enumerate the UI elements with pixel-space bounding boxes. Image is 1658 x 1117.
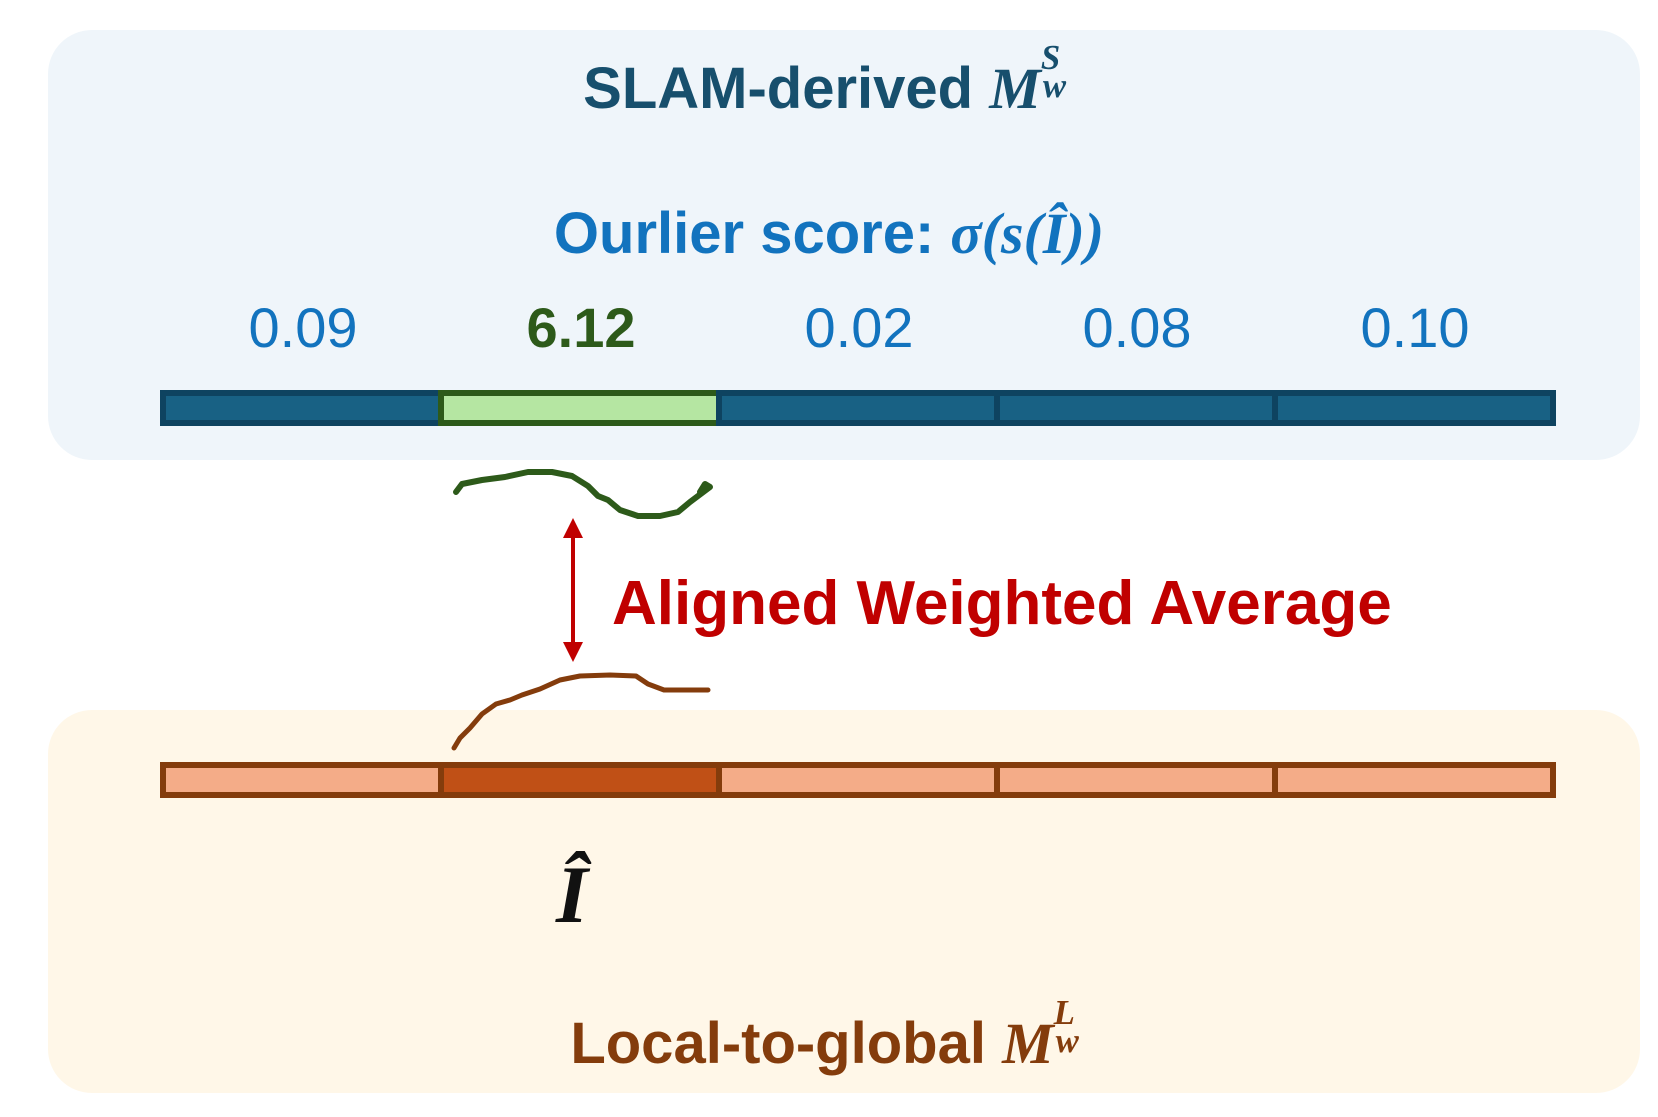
- score-value-1: 0.09: [248, 296, 358, 359]
- outlier-score-math: σ(s(Î)): [950, 201, 1105, 266]
- slam-math-sup: S: [1040, 37, 1061, 77]
- local-bar-segment-5: [1272, 762, 1556, 798]
- outlier-score-label: Ourlier score:: [553, 201, 935, 266]
- slam-math-base: M: [989, 56, 1041, 121]
- slam-bar-segment-5: [1272, 390, 1556, 426]
- local-math-sup: L: [1053, 992, 1075, 1032]
- score-value-3: 0.02: [804, 296, 914, 359]
- score-value-2: 6.12: [526, 296, 636, 359]
- slam-bar-segment-4: [994, 390, 1278, 426]
- outlier-score-title: Ourlier score: σ(s(Î)): [0, 200, 1658, 267]
- aligned-weighted-average-label: Aligned Weighted Average: [612, 569, 1392, 638]
- slam-bar-segment-3: [716, 390, 1000, 426]
- local-trajectory-curve: [451, 672, 711, 751]
- slam-math-sub: w: [1042, 65, 1067, 105]
- score-value-4: 0.08: [1082, 296, 1192, 359]
- local-bar-segment-1: [160, 762, 444, 798]
- slam-panel: [48, 30, 1640, 460]
- segment-i-hat-label: Î: [556, 849, 588, 940]
- slam-bar-segment-1: [160, 390, 444, 426]
- local-math-base: M: [1002, 1011, 1054, 1076]
- slam-trajectory-curve: [453, 469, 713, 519]
- slam-title-text: SLAM-derived: [583, 56, 974, 121]
- local-math-sub: w: [1055, 1020, 1079, 1060]
- local-bar-segment-2: [438, 762, 722, 798]
- local-title-text: Local-to-global: [570, 1011, 986, 1076]
- score-value-5: 0.10: [1360, 296, 1470, 359]
